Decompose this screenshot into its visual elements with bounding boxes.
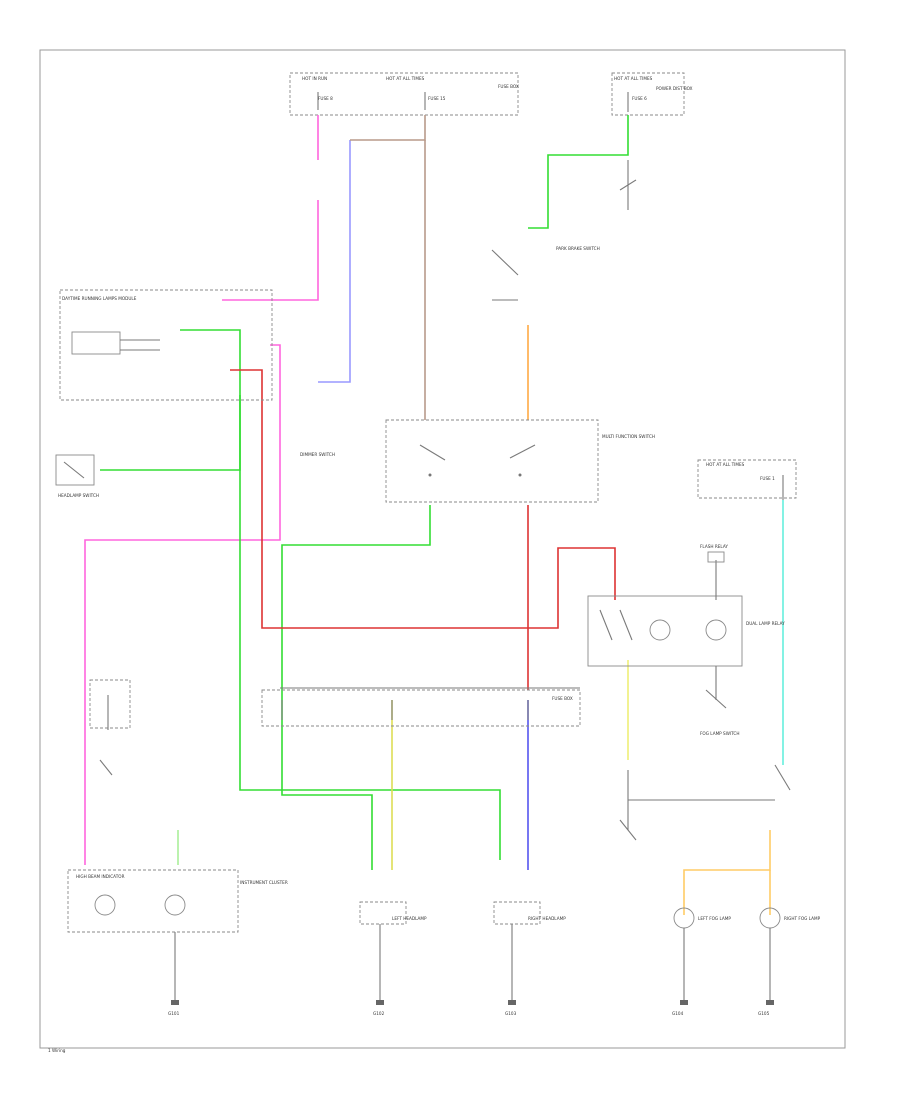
label-right-fog: RIGHT FOG LAMP (784, 916, 821, 921)
label-g1: G101 (168, 1011, 180, 1016)
right-fog-lamp: RIGHT FOG LAMP G105 (758, 907, 821, 1016)
label-g3: G103 (505, 1011, 517, 1016)
footer-label: 1 Wiring (48, 1048, 66, 1053)
label-fuse-row: FUSE BOX (552, 696, 573, 701)
wire-pink-left (84, 344, 281, 865)
wire-green-top (528, 115, 629, 229)
label-hot-at-all-times-right: HOT AT ALL TIMES (614, 76, 653, 81)
headlamp-switch: HEADLAMP SWITCH (55, 454, 99, 498)
wire-red (230, 369, 616, 629)
top-ground (619, 160, 637, 210)
label-g2: G102 (373, 1011, 385, 1016)
wire-purple (318, 140, 351, 383)
instrument-cluster: INSTRUMENT CLUSTER HIGH BEAM INDICATOR G… (67, 869, 288, 1016)
label-fuse-c: FUSE 6 (632, 96, 647, 101)
label-headlamp-switch: HEADLAMP SWITCH (58, 493, 99, 498)
wire-green-left-headlamp (281, 690, 373, 870)
right-headlamp: RIGHT HEADLAMP G103 (493, 901, 566, 1016)
label-fog-switch: FOG LAMP SWITCH (700, 731, 739, 736)
label-multi-switch: MULTI FUNCTION SWITCH (602, 434, 655, 439)
middle-fuse-row: FUSE BOX (261, 689, 581, 727)
label-power-dist: POWER DIST BOX (656, 86, 693, 91)
left-headlamp: LEFT HEADLAMP G102 (359, 901, 427, 1016)
fog-lamp-switch: FOG LAMP SWITCH (700, 666, 739, 736)
label-fuse-b: FUSE 15 (428, 96, 446, 101)
label-hot-right: HOT AT ALL TIMES (706, 462, 745, 467)
fog-relay-switch (619, 764, 791, 841)
flash-relay: FLASH RELAY DUAL LAMP RELAY (587, 544, 785, 667)
wire-green-center (281, 505, 431, 690)
label-g5: G105 (758, 1011, 770, 1016)
wire-pink-main (222, 200, 319, 301)
diagram-frame (39, 49, 846, 1049)
wire-green-left-long (239, 395, 501, 860)
label-left-fog: LEFT FOG LAMP (698, 916, 731, 921)
top-right-fuse-panel: HOT AT ALL TIMES POWER DIST BOX FUSE 6 (611, 72, 693, 116)
left-fog-lamp: LEFT FOG LAMP G104 (672, 907, 731, 1016)
label-park-brake: PARK BRAKE SWITCH (556, 246, 600, 251)
label-dual-relay: DUAL LAMP RELAY (746, 621, 785, 626)
label-flash-relay: FLASH RELAY (700, 544, 728, 549)
label-hot-in-run: HOT IN RUN (302, 76, 327, 81)
label-g4: G104 (672, 1011, 684, 1016)
park-brake-switch: PARK BRAKE SWITCH (491, 246, 600, 301)
multi-function-switch: MULTI FUNCTION SWITCH DIMMER SWITCH (300, 419, 655, 503)
label-daytime-module: DAYTIME RUNNING LAMPS MODULE (62, 296, 137, 301)
daytime-running-module: DAYTIME RUNNING LAMPS MODULE (59, 289, 273, 401)
label-instrument-cluster: INSTRUMENT CLUSTER (240, 880, 288, 885)
wire-orange-fog (683, 830, 771, 915)
label-hot-at-all-times-mid: HOT AT ALL TIMES (386, 76, 425, 81)
top-fuse-panel: HOT IN RUN HOT AT ALL TIMES FUSE BOX FUS… (289, 72, 519, 116)
label-fuse-box: FUSE BOX (498, 84, 519, 89)
label-fuse-right: FUSE 1 (760, 476, 775, 481)
wire-brown (350, 115, 426, 141)
label-left-headlamp: LEFT HEADLAMP (392, 916, 427, 921)
label-high-beam: HIGH BEAM INDICATOR (76, 874, 125, 879)
left-small-switch (89, 679, 131, 776)
label-right-headlamp: RIGHT HEADLAMP (528, 916, 566, 921)
label-fuse-a: FUSE 8 (318, 96, 333, 101)
right-fuse: HOT AT ALL TIMES FUSE 1 (697, 459, 797, 500)
label-dimmer-switch: DIMMER SWITCH (300, 452, 335, 457)
